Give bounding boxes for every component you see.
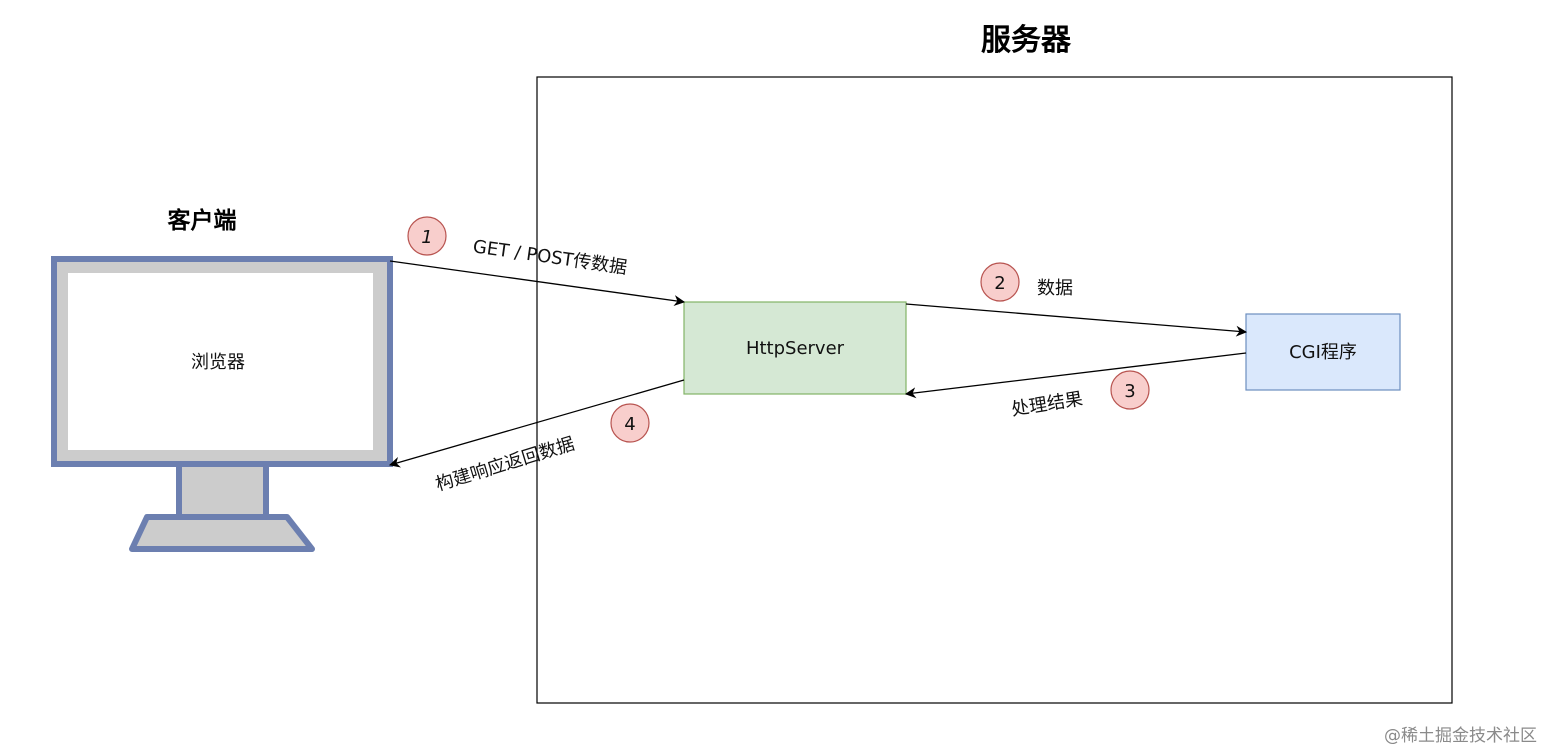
arrow-step-4: [388, 379, 685, 468]
step-label-2: 数据: [1037, 278, 1073, 299]
monitor-icon: [51, 256, 393, 552]
step-number-2: 2: [994, 273, 1005, 294]
step-badge-4: 4: [610, 403, 650, 443]
step-number-1: 1: [421, 227, 432, 248]
step-number-4: 4: [624, 414, 635, 435]
httpserver-label: HttpServer: [746, 338, 845, 359]
arrow-step-2: [905, 303, 1248, 337]
monitor-screen: [68, 273, 373, 450]
step-badge-2: 2: [980, 262, 1020, 302]
monitor-stand-base: [129, 514, 315, 552]
browser-label: 浏览器: [191, 352, 245, 373]
watermark-text: @稀土掘金技术社区: [1384, 726, 1537, 746]
arrow-step-1: [389, 260, 686, 307]
cgi-label: CGI程序: [1289, 342, 1357, 363]
step-badge-3: 3: [1110, 370, 1150, 410]
client-title: 客户端: [168, 207, 237, 234]
step-number-3: 3: [1124, 381, 1135, 402]
cgi-box[interactable]: [1245, 313, 1401, 391]
arrow-step-3: [904, 352, 1247, 399]
step-badge-1: 1: [407, 216, 447, 256]
httpserver-box[interactable]: [683, 301, 907, 395]
server-title: 服务器: [981, 23, 1072, 58]
